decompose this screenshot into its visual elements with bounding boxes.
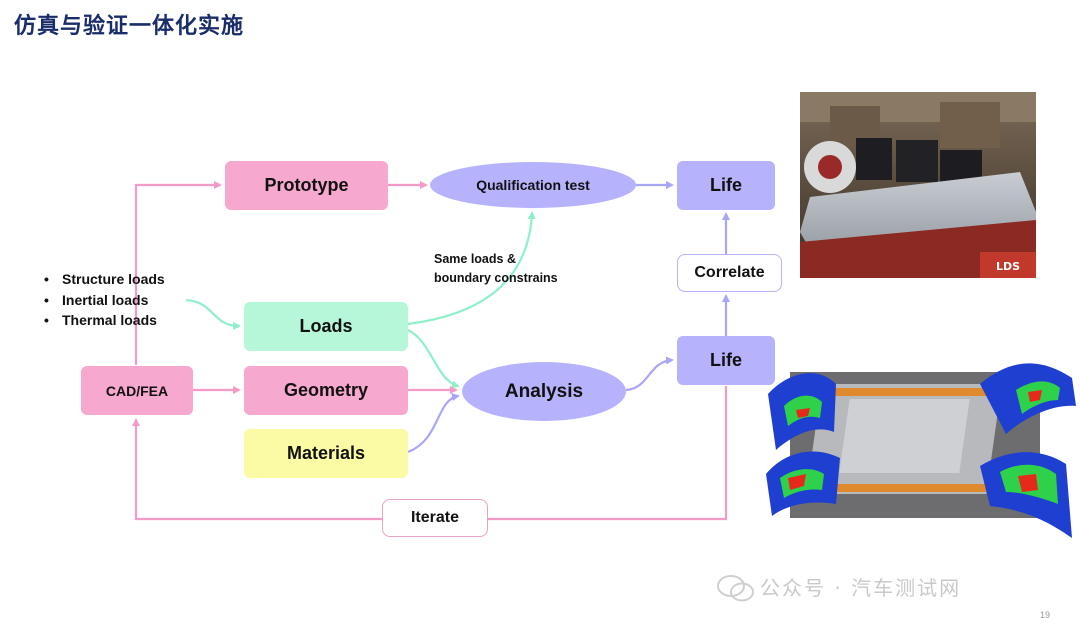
svg-text:LDS: LDS <box>996 260 1020 273</box>
arrow-loads-to-analysis <box>407 329 460 389</box>
page-number: 19 <box>1039 610 1050 620</box>
arrow-materials-to-analysis <box>407 393 460 454</box>
correlate-node: Correlate <box>677 254 782 292</box>
wechat-icon <box>717 575 754 602</box>
loads-node: Loads <box>244 302 408 351</box>
note-line-1: Same loads & <box>434 252 516 266</box>
life-node-bottom: Life <box>677 336 775 385</box>
arrow-loads-to-qualification <box>407 211 536 326</box>
note-line-2: boundary constrains <box>434 271 558 285</box>
life-node-top: Life <box>677 161 775 210</box>
page-title: 仿真与验证一体化实施 <box>14 14 245 39</box>
test-rig-photo: LDS <box>800 92 1036 278</box>
iterate-node: Iterate <box>382 499 488 537</box>
watermark-text: 公众号 · 汽车测试网 <box>760 576 962 600</box>
fea-battery-photo <box>766 354 1080 544</box>
analysis-node: Analysis <box>462 362 626 421</box>
arrow-analysis-to-life <box>625 356 674 392</box>
geometry-node: Geometry <box>244 366 408 415</box>
load-item-structure: Structure loads <box>44 269 165 290</box>
materials-node: Materials <box>244 429 408 478</box>
arrow-loadlist-to-loads <box>185 298 241 330</box>
load-item-thermal: Thermal loads <box>44 310 165 331</box>
prototype-node: Prototype <box>225 161 388 210</box>
same-loads-note: Same loads & boundary constrains <box>434 250 558 288</box>
load-type-list: Structure loads Inertial loads Thermal l… <box>44 269 165 331</box>
load-item-inertial: Inertial loads <box>44 290 165 311</box>
qualification-test-node: Qualification test <box>430 162 636 208</box>
cad-fea-node: CAD/FEA <box>81 366 193 415</box>
